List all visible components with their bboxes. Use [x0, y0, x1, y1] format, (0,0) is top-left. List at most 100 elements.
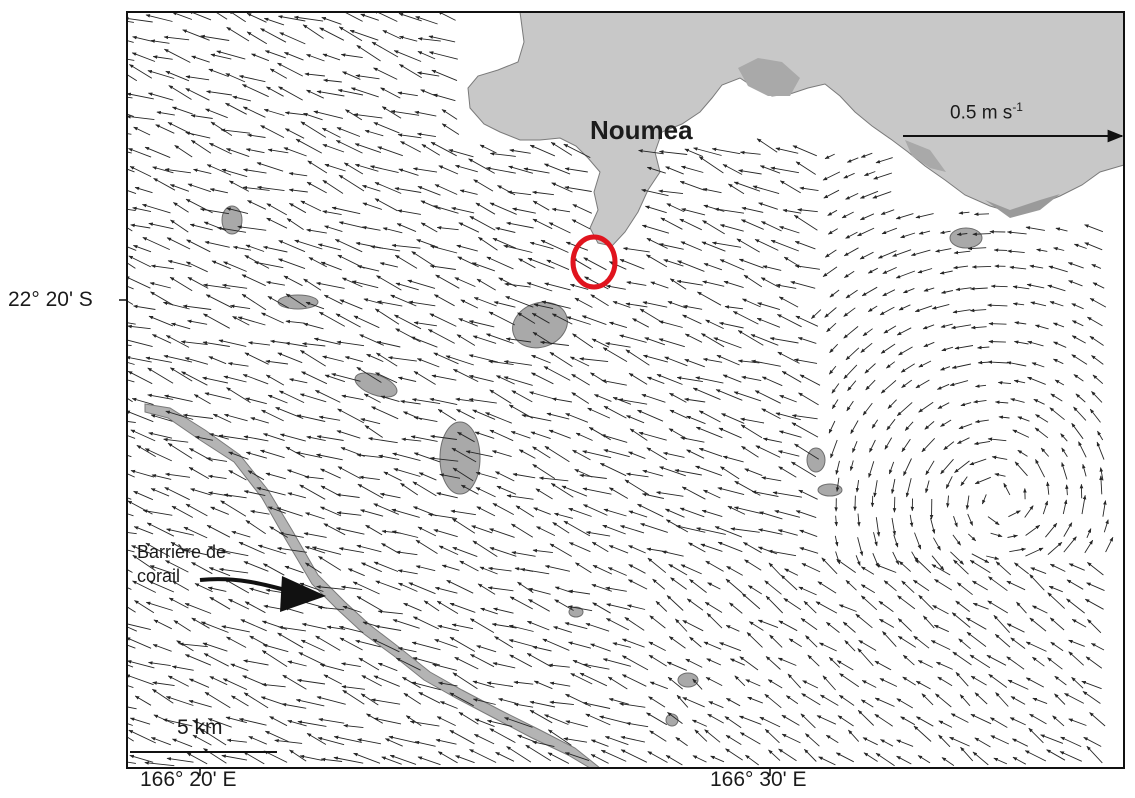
- current-vector-arrow: [532, 446, 551, 459]
- current-vector-arrow: [148, 580, 175, 593]
- current-vector-arrow: [649, 730, 667, 742]
- current-vector-arrow: [646, 712, 668, 726]
- current-vector-arrow: [209, 676, 228, 686]
- current-vector-arrow: [972, 232, 991, 236]
- current-vector-arrow: [413, 321, 437, 327]
- current-vector-arrow: [974, 692, 988, 705]
- current-vector-arrow: [931, 555, 945, 571]
- current-vector-arrow: [221, 283, 248, 289]
- current-vector-arrow: [318, 311, 346, 327]
- current-vector-arrow: [1007, 679, 1029, 690]
- current-vector-arrow: [322, 210, 342, 216]
- current-vector-arrow: [532, 190, 554, 196]
- current-vector-arrow: [915, 680, 931, 690]
- current-vector-arrow: [204, 240, 230, 248]
- current-vector-arrow: [668, 428, 688, 440]
- current-vector-arrow: [670, 577, 687, 590]
- current-vector-arrow: [448, 149, 474, 158]
- current-vector-arrow: [391, 508, 420, 518]
- current-vector-arrow: [209, 596, 231, 610]
- current-vector-arrow: [648, 696, 666, 708]
- current-vector-arrow: [981, 494, 987, 505]
- current-vector-arrow: [188, 678, 210, 688]
- current-vector-arrow: [682, 314, 702, 325]
- current-vector-arrow: [148, 661, 171, 667]
- current-vector-arrow: [628, 564, 646, 574]
- current-vector-arrow: [736, 238, 760, 253]
- current-vector-arrow: [225, 148, 250, 158]
- current-vector-arrow: [529, 391, 555, 400]
- current-vector-arrow: [564, 622, 588, 630]
- current-vector-arrow: [739, 656, 759, 671]
- current-vector-arrow: [740, 417, 765, 424]
- current-vector-arrow: [956, 232, 968, 237]
- current-vector-arrow: [1081, 494, 1087, 515]
- current-vector-arrow: [584, 276, 609, 290]
- current-vector-arrow: [843, 172, 855, 179]
- current-vector-arrow: [427, 329, 455, 344]
- current-vector-arrow: [564, 185, 592, 192]
- current-vector-arrow: [232, 95, 252, 102]
- current-vector-arrow: [339, 637, 363, 651]
- current-vector-arrow: [128, 148, 152, 158]
- current-vector-arrow: [1052, 715, 1065, 727]
- current-vector-arrow: [299, 484, 326, 500]
- current-vector-arrow: [941, 757, 955, 766]
- current-vector-arrow: [366, 353, 384, 363]
- current-vector-arrow: [149, 282, 171, 289]
- current-vector-arrow: [845, 231, 858, 239]
- current-vector-arrow: [321, 16, 342, 25]
- latitude-label: 22° 20' S: [8, 288, 93, 311]
- current-vector-arrow: [1035, 414, 1049, 423]
- current-vector-arrow: [163, 48, 191, 63]
- current-vector-arrow: [439, 473, 461, 479]
- current-vector-arrow: [1042, 500, 1048, 515]
- current-vector-arrow: [171, 12, 193, 20]
- current-vector-arrow: [891, 517, 896, 536]
- current-vector-arrow: [1014, 562, 1029, 575]
- current-vector-arrow: [1027, 340, 1044, 347]
- current-vector-arrow: [705, 676, 723, 687]
- current-vector-arrow: [247, 470, 265, 481]
- current-vector-arrow: [706, 612, 723, 629]
- current-vector-arrow: [249, 587, 270, 595]
- land-patch: [985, 194, 1060, 218]
- current-vector-arrow: [590, 294, 609, 307]
- current-vector-arrow: [343, 162, 364, 175]
- current-vector-arrow: [990, 532, 1003, 538]
- current-vector-arrow: [648, 641, 666, 652]
- current-vector-arrow: [972, 751, 989, 766]
- current-vector-arrow: [171, 738, 193, 748]
- current-vector-arrow: [938, 734, 951, 748]
- current-vector-arrow: [356, 366, 382, 383]
- current-vector-arrow: [606, 603, 631, 611]
- current-vector-arrow: [262, 245, 288, 253]
- current-vector-arrow: [417, 756, 441, 766]
- current-vector-arrow: [1040, 447, 1050, 457]
- current-vector-arrow: [619, 702, 646, 708]
- current-vector-arrow: [317, 605, 345, 611]
- current-vector-arrow: [285, 341, 308, 347]
- current-vector-arrow: [205, 294, 233, 309]
- current-vector-arrow: [791, 414, 818, 420]
- current-vector-arrow: [188, 699, 212, 708]
- current-vector-arrow: [336, 340, 365, 347]
- current-vector-arrow: [509, 654, 533, 668]
- current-vector-arrow: [420, 222, 438, 233]
- current-vector-arrow: [1011, 738, 1028, 747]
- current-vector-arrow: [361, 185, 381, 192]
- current-vector-arrow: [184, 602, 212, 614]
- current-vector-arrow: [452, 546, 478, 558]
- current-vector-arrow: [150, 737, 171, 746]
- current-vector-arrow: [479, 144, 497, 154]
- current-vector-arrow: [607, 676, 628, 690]
- current-vector-arrow: [526, 653, 552, 668]
- current-vector-arrow: [279, 32, 306, 45]
- current-vector-arrow: [458, 222, 480, 233]
- current-vector-arrow: [791, 461, 817, 478]
- speed-scale-label: 0.5 m s-1: [950, 100, 1023, 124]
- current-vector-arrow: [503, 244, 533, 253]
- current-vector-arrow: [415, 565, 436, 572]
- current-vector-arrow: [295, 698, 325, 707]
- current-vector-arrow: [977, 345, 990, 350]
